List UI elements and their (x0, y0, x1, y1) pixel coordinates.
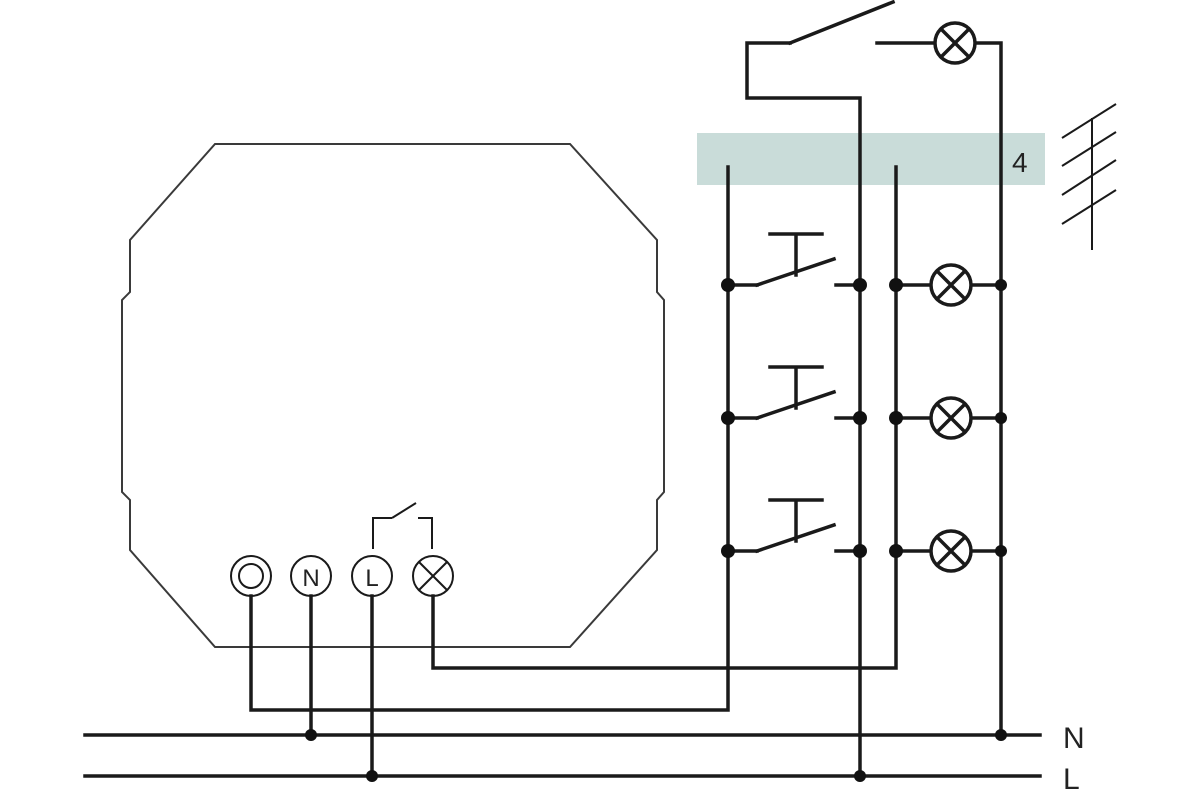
terminal-live: L (351, 555, 393, 597)
wire-terminal-1 (249, 165, 730, 712)
pushbutton-row-2 (721, 365, 1007, 440)
neutral-rail-label: N (1063, 722, 1085, 755)
lamp-icon (938, 26, 972, 60)
pushbutton-row-3 (721, 498, 1007, 573)
cable-hatch-marks (1061, 103, 1117, 250)
cable-band (697, 133, 1045, 185)
terminal-neutral-label: N (302, 565, 319, 592)
pushbutton-row-1 (721, 232, 1007, 307)
terminal-neutral: N (290, 555, 332, 597)
terminal-live-label: L (365, 565, 378, 592)
top-lamp (933, 21, 977, 65)
wire-neutral-vertical (974, 41, 1003, 737)
live-rail-label: L (1063, 763, 1080, 796)
terminal-lamp (412, 555, 454, 597)
rail-junctions (305, 729, 1007, 782)
terminal-1 (230, 555, 272, 597)
cable-core-count: 4 (1012, 147, 1028, 178)
device-relay-switch (372, 502, 433, 549)
top-switch-lever (787, 0, 896, 46)
wire-live-vertical (745, 41, 862, 778)
device-housing (121, 143, 665, 648)
terminal-lamp-icon (418, 561, 448, 591)
terminal-circle-icon (238, 563, 264, 589)
